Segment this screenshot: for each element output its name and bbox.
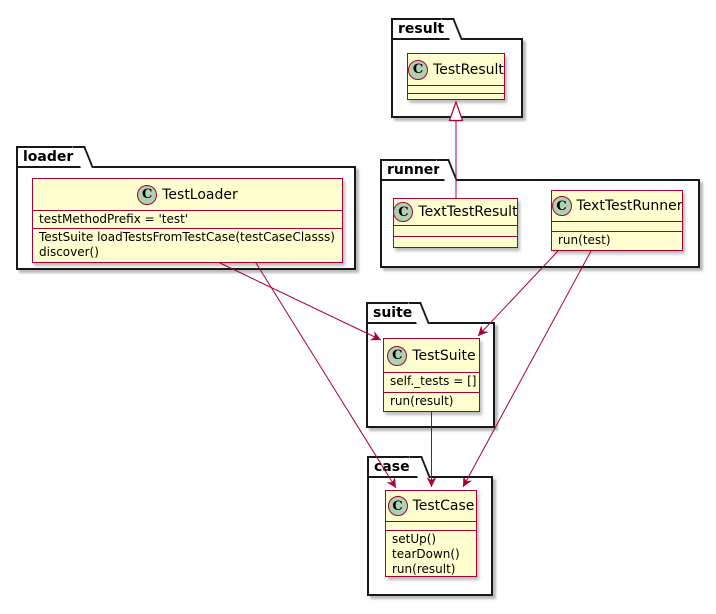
class-testresult: C TestResult xyxy=(407,53,505,100)
class-name: TestSuite xyxy=(412,347,476,364)
package-runner-tab: runner xyxy=(380,159,440,179)
package-case-tab: case xyxy=(367,456,410,476)
class-testsuite: C TestSuite self._tests = [] run(result) xyxy=(383,338,480,412)
class-name: TestCase xyxy=(412,498,475,514)
method-line: discover() xyxy=(39,245,99,259)
testloader-methods: TestSuite loadTestsFromTestCase(testCase… xyxy=(33,228,342,264)
package-loader-label: loader xyxy=(23,149,74,165)
method-line: run(test) xyxy=(558,233,611,247)
method-line: setUp() xyxy=(392,532,437,546)
package-runner-label: runner xyxy=(387,162,441,178)
testresult-attributes xyxy=(408,85,504,93)
testsuite-methods: run(result) xyxy=(384,392,479,413)
class-testloader-title: C TestLoader xyxy=(33,179,342,210)
class-testresult-title: C TestResult xyxy=(408,54,504,85)
texttestresult-attributes xyxy=(394,225,517,236)
arrow-testloader-to-testsuite xyxy=(219,262,382,341)
package-result-label: result xyxy=(398,21,445,37)
class-icon: C xyxy=(552,196,572,216)
class-icon: C xyxy=(387,496,408,516)
package-result-tab: result xyxy=(391,18,445,38)
package-suite-label: suite xyxy=(373,305,413,321)
attribute-line: self._tests = [] xyxy=(390,374,477,388)
class-testcase: C TestCase setUp() tearDown() run(result… xyxy=(385,490,477,577)
method-line: TestSuite loadTestsFromTestCase(testCase… xyxy=(39,230,335,244)
class-icon: C xyxy=(387,345,408,366)
class-texttestrunner: C TextTestRunner run(test) xyxy=(551,190,683,251)
class-testsuite-title: C TestSuite xyxy=(384,339,479,372)
class-texttestrunner-title: C TextTestRunner xyxy=(552,191,682,221)
class-name: TestLoader xyxy=(162,186,238,203)
package-loader-tab: loader xyxy=(16,146,74,166)
class-icon: C xyxy=(408,59,429,80)
package-case-label: case xyxy=(374,459,410,475)
package-suite-tab: suite xyxy=(366,302,412,322)
texttestresult-methods xyxy=(394,236,517,249)
method-line: tearDown() xyxy=(392,547,460,561)
class-testloader: C TestLoader testMethodPrefix = 'test' T… xyxy=(32,178,343,263)
method-line: run(result) xyxy=(390,394,454,408)
class-texttestresult-title: C TextTestResult xyxy=(394,199,517,225)
class-icon: C xyxy=(137,184,158,205)
testcase-methods: setUp() tearDown() run(result) xyxy=(386,530,476,578)
testcase-attributes xyxy=(386,521,476,530)
class-name: TextTestRunner xyxy=(576,198,682,214)
testloader-attributes: testMethodPrefix = 'test' xyxy=(33,210,342,228)
class-name: TestResult xyxy=(433,61,504,78)
texttestrunner-methods: run(test) xyxy=(552,231,682,252)
testresult-methods xyxy=(408,93,504,101)
testsuite-attributes: self._tests = [] xyxy=(384,372,479,392)
attribute-line: testMethodPrefix = 'test' xyxy=(39,212,189,226)
method-line: run(result) xyxy=(392,562,456,576)
class-icon: C xyxy=(394,202,414,222)
class-name: TextTestResult xyxy=(418,204,517,220)
texttestrunner-attributes xyxy=(552,221,682,231)
class-testcase-title: C TestCase xyxy=(386,491,476,521)
class-texttestresult: C TextTestResult xyxy=(393,198,518,248)
